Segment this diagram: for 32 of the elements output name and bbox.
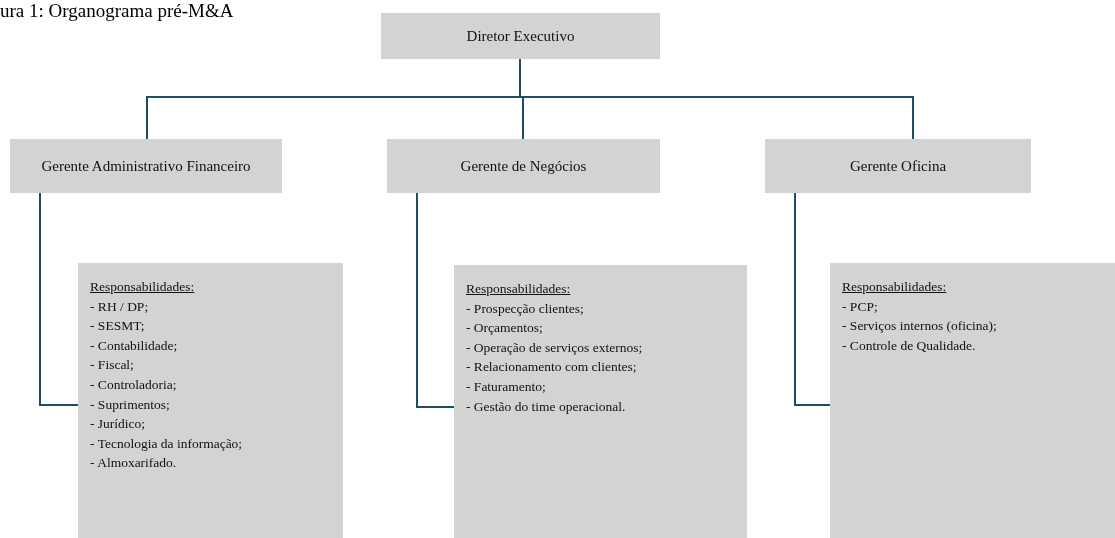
figure-title: ura 1: Organograma pré-M&A (0, 0, 234, 22)
list-item: - Controle de Qualidade. (842, 336, 977, 355)
list-item: - Faturamento; (466, 377, 547, 396)
list-item: - Serviços internos (oficina); (842, 317, 998, 336)
list-item: - Contabilidade; (90, 336, 179, 355)
list-item: - Orçamentos; (466, 319, 544, 338)
list-item: - Fiscal; (90, 356, 135, 375)
list-item: - Tecnologia da informação; (90, 434, 244, 453)
list-item: - Jurídico; (90, 415, 147, 434)
role-box: Diretor Executivo (381, 13, 660, 59)
list-item: - Controladoria; (90, 375, 178, 394)
list-item: - SESMT; (90, 317, 146, 336)
list-heading: Responsabilidades: (842, 278, 948, 296)
list-item: - RH / DP; (90, 297, 150, 316)
role-box: Gerente Administrativo Financeiro (10, 139, 282, 193)
responsibility-box (830, 263, 1115, 538)
connector-line (794, 192, 831, 406)
list-heading: Responsabilidades: (466, 280, 572, 298)
responsibility-box (454, 265, 747, 538)
list-heading: Responsabilidades: (90, 278, 196, 296)
list-item: - Almoxarifado. (90, 454, 178, 473)
responsibility-box (78, 263, 343, 538)
list-item: - Suprimentos; (90, 395, 171, 414)
list-item: - Prospecção clientes; (466, 299, 585, 318)
list-item: - Operação de serviços externos; (466, 338, 644, 357)
list-item: - PCP; (842, 297, 879, 316)
connector-line (416, 192, 455, 408)
connector-line (39, 192, 79, 406)
role-box: Gerente Oficina (765, 139, 1031, 193)
list-item: - Relacionamento com clientes; (466, 358, 638, 377)
role-box: Gerente de Negócios (387, 139, 660, 193)
list-item: - Gestão do time operacional. (466, 397, 627, 416)
